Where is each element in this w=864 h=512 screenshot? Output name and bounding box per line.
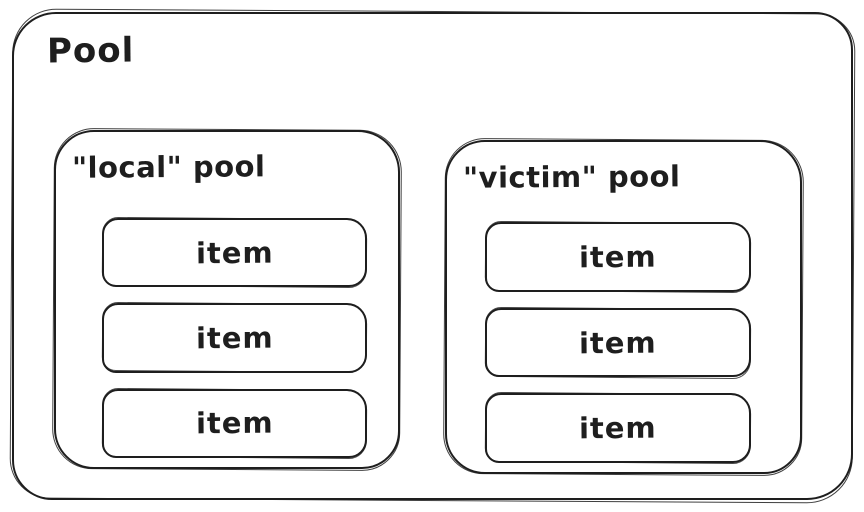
pool-box: Pool "local" pool item item item "victim…	[12, 12, 853, 500]
item-label: item	[578, 410, 657, 446]
item-label: item	[195, 235, 274, 270]
item-box: item	[102, 388, 367, 458]
item-label: item	[578, 325, 657, 360]
victim-pool-label: "victim" pool	[462, 159, 681, 195]
item-label: item	[195, 320, 274, 356]
item-box: item	[102, 303, 367, 373]
pool-label: Pool	[46, 30, 135, 72]
local-pool-box: "local" pool item item item	[54, 130, 400, 469]
victim-pool-box: "victim" pool item item item	[445, 140, 802, 474]
victim-pool-items: item item item	[485, 222, 751, 464]
item-box: item	[485, 393, 751, 464]
item-label: item	[578, 239, 657, 275]
item-box: item	[485, 222, 751, 292]
item-box: item	[102, 218, 367, 288]
local-pool-label: "local" pool	[71, 149, 266, 185]
item-box: item	[485, 307, 751, 378]
local-pool-items: item item item	[102, 218, 367, 458]
item-label: item	[195, 405, 274, 441]
